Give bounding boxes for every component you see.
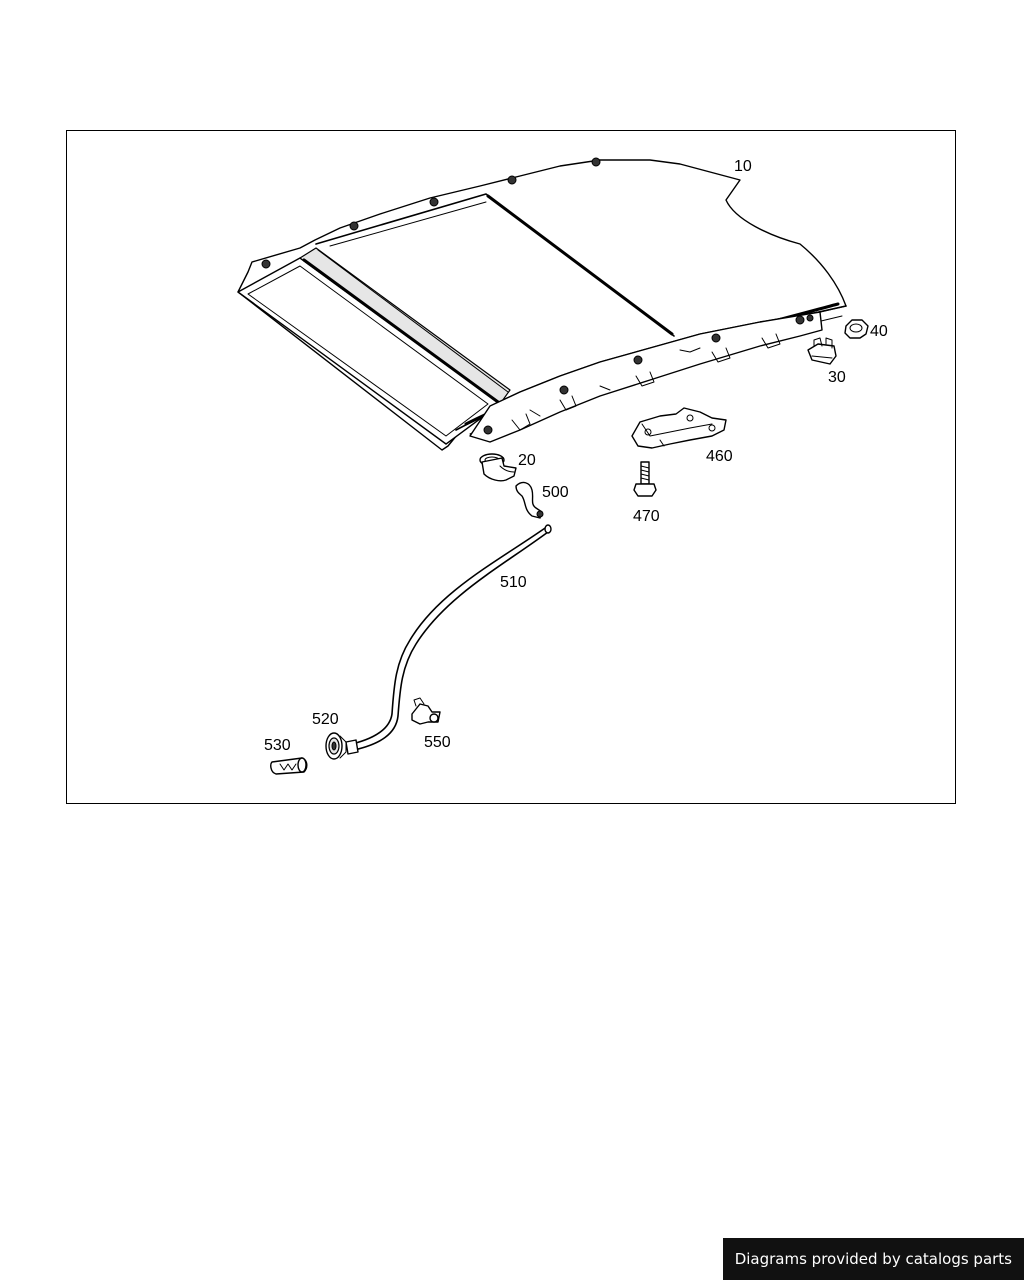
callout-500: 500 xyxy=(542,484,569,501)
callout-460: 460 xyxy=(706,448,733,465)
sleeve-part[interactable] xyxy=(270,757,308,775)
hose-clamp-part[interactable] xyxy=(411,697,441,725)
callout-10: 10 xyxy=(734,158,752,175)
callout-550: 550 xyxy=(424,734,451,751)
drain-spout-part[interactable] xyxy=(479,453,517,482)
clip-part[interactable] xyxy=(807,337,837,365)
nut-part[interactable] xyxy=(844,319,869,339)
roof-panel-part[interactable] xyxy=(237,157,847,451)
grommet-part[interactable] xyxy=(325,732,347,760)
drain-tube-part[interactable] xyxy=(345,524,552,755)
bracket-part[interactable] xyxy=(631,407,727,449)
callout-510: 510 xyxy=(500,574,527,591)
bolt-part[interactable] xyxy=(633,461,657,497)
callout-20: 20 xyxy=(518,452,536,469)
callout-40: 40 xyxy=(870,323,888,340)
callout-520: 520 xyxy=(312,711,339,728)
connector-hose-part[interactable] xyxy=(515,481,544,519)
callout-530: 530 xyxy=(264,737,291,754)
callout-470: 470 xyxy=(633,508,660,525)
callout-30: 30 xyxy=(828,369,846,386)
credit-badge: Diagrams provided by catalogs parts xyxy=(722,1238,1024,1280)
